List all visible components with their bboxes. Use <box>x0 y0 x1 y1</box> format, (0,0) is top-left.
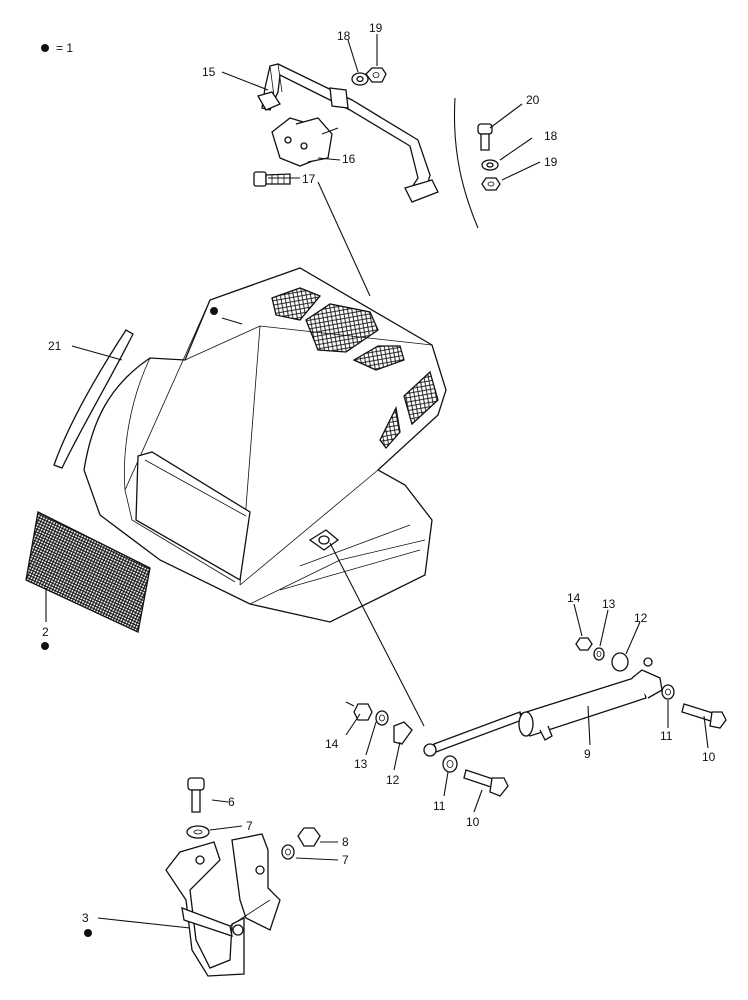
nut-8 <box>297 827 321 847</box>
callout-18-top: 18 <box>337 29 351 43</box>
nut-19-right <box>481 177 501 191</box>
callout-labels: 15 18 19 20 18 19 16 17 21 2 14 13 12 11… <box>42 21 716 925</box>
legend-dot-icon <box>41 44 49 52</box>
gas-strut-9 <box>423 657 663 757</box>
legend-text: = 1 <box>56 41 73 55</box>
marker-dot-icon <box>84 929 92 937</box>
callout-8: 8 <box>342 835 349 849</box>
panel-edge-line <box>453 97 479 229</box>
hinge-bracket-3 <box>165 833 281 977</box>
nut-14-right <box>575 637 593 651</box>
callout-11-right: 11 <box>660 729 673 743</box>
callout-18-right: 18 <box>544 129 558 143</box>
callout-20: 20 <box>526 93 540 107</box>
bolt-20 <box>477 123 493 151</box>
callout-17: 17 <box>302 172 316 186</box>
callout-19-right: 19 <box>544 155 558 169</box>
callout-14-left: 14 <box>325 737 339 751</box>
quantity-markers <box>41 307 218 937</box>
callout-12-right: 12 <box>634 611 648 625</box>
callout-16: 16 <box>342 152 356 166</box>
engine-hood <box>83 267 447 623</box>
seal-strip-21 <box>53 329 134 469</box>
callout-10-right: 10 <box>702 750 716 764</box>
leader-lines <box>45 34 709 929</box>
washer-7-top <box>186 825 210 839</box>
callout-15: 15 <box>202 65 216 79</box>
marker-dot-icon <box>210 307 218 315</box>
bolt-17 <box>253 171 291 187</box>
callout-13-right: 13 <box>602 597 616 611</box>
washer-11-left <box>442 755 458 773</box>
spacer-12-left <box>393 721 413 745</box>
washer-18-top <box>351 72 369 86</box>
callout-9: 9 <box>584 747 591 761</box>
hinge-plate-16 <box>271 117 333 167</box>
handle-bracket-15 <box>257 63 439 203</box>
callout-2: 2 <box>42 625 49 639</box>
bolt-10-left <box>463 769 509 797</box>
callout-14-right: 14 <box>567 591 581 605</box>
callout-11-left: 11 <box>433 799 446 813</box>
washer-7-right <box>281 844 295 860</box>
callout-6: 6 <box>228 795 235 809</box>
callout-3: 3 <box>82 911 89 925</box>
washer-11-right <box>661 684 675 700</box>
spacer-12-right <box>611 652 629 672</box>
callout-12-left: 12 <box>386 773 400 787</box>
washer-13-left <box>375 710 389 726</box>
legend: = 1 <box>41 41 73 55</box>
grille-2 <box>25 511 151 633</box>
nut-14-left <box>353 703 373 721</box>
callout-13-left: 13 <box>354 757 368 771</box>
nut-19-top <box>365 67 387 83</box>
washer-13-right <box>593 647 605 661</box>
bolt-10-right <box>681 703 727 729</box>
callout-19-top: 19 <box>369 21 383 35</box>
bolt-6 <box>187 777 205 813</box>
callout-7-right: 7 <box>342 853 349 867</box>
washer-18-right <box>481 159 499 171</box>
callout-7-top: 7 <box>246 819 253 833</box>
callout-10-left: 10 <box>466 815 480 829</box>
marker-dot-icon <box>41 642 49 650</box>
callout-21: 21 <box>48 339 62 353</box>
